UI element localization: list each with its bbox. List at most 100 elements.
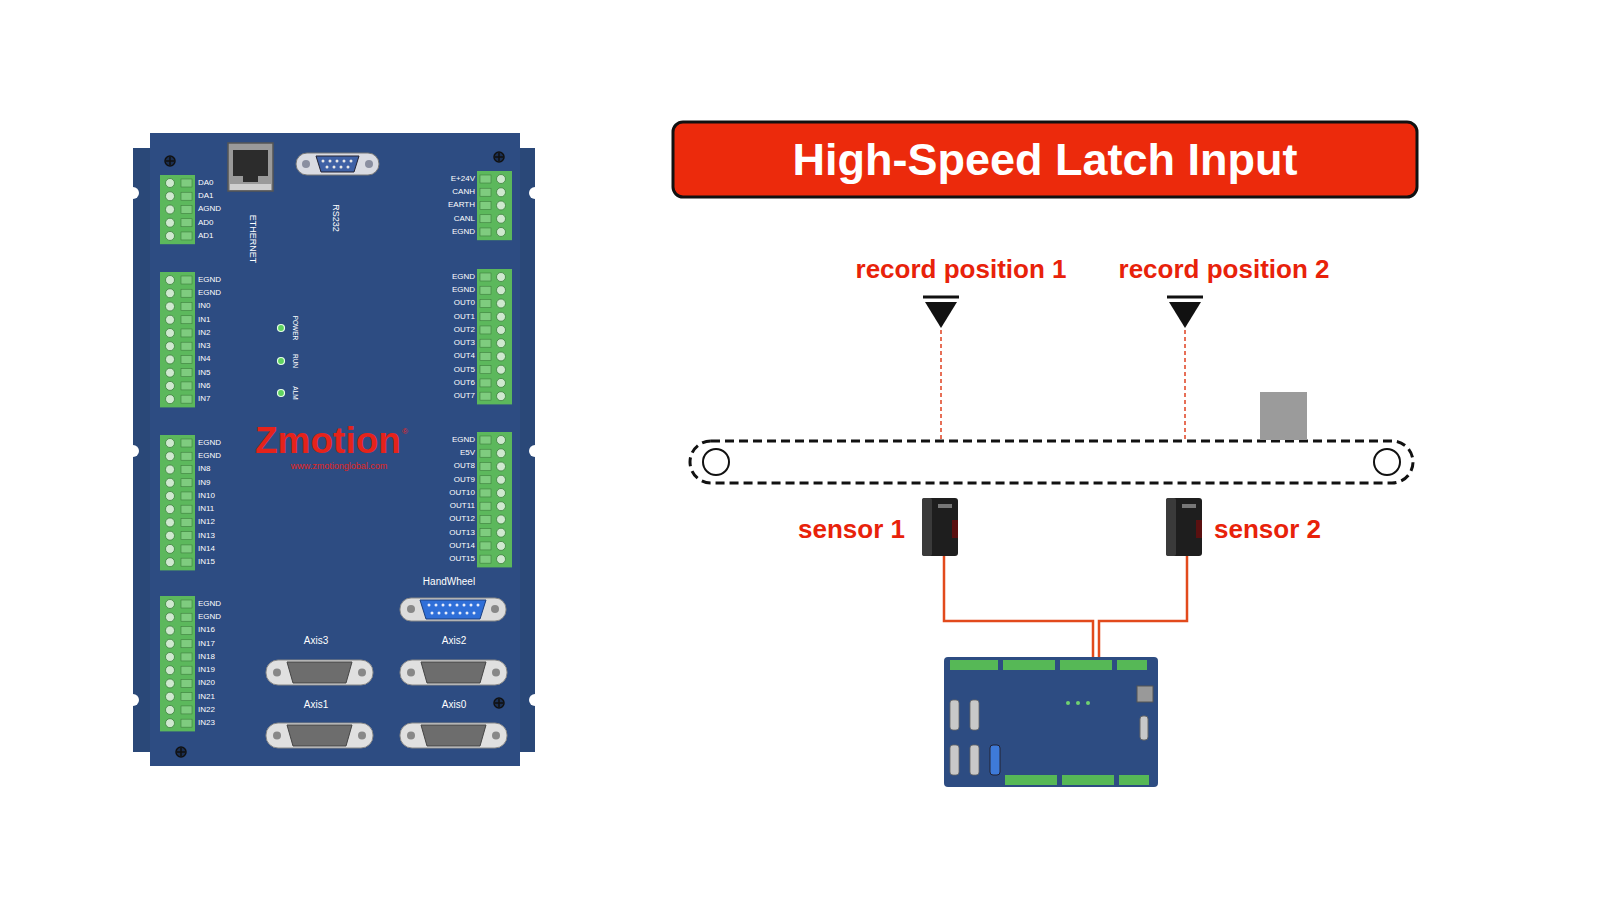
terminal-screw: [497, 286, 506, 295]
sensor-label: sensor 1: [798, 516, 905, 542]
terminal-tab: [480, 188, 491, 196]
terminal-label: OUT11: [450, 502, 475, 510]
terminal-label: IN5: [198, 369, 210, 377]
terminal-label: OUT4: [454, 352, 475, 360]
axis-connectors: [266, 660, 507, 748]
sensor-label: sensor 2: [1214, 516, 1321, 542]
terminal-screw: [166, 315, 175, 324]
terminal-screw: [166, 626, 175, 635]
terminal-tab: [181, 205, 192, 213]
terminal-tab: [480, 175, 491, 183]
screws: [165, 152, 504, 757]
port-label: Axis1: [304, 700, 328, 710]
terminal-label: OUT12: [449, 515, 475, 523]
port-label: Axis0: [442, 700, 466, 710]
terminal-label: IN3: [198, 342, 210, 350]
mount-notch: [529, 694, 541, 706]
terminal-label: AD0: [198, 219, 214, 227]
terminal-tab: [181, 342, 192, 350]
terminal-tab: [181, 532, 192, 540]
sensors: [922, 498, 1202, 556]
terminal-label: IN6: [198, 382, 210, 390]
terminal-strip: [477, 269, 512, 404]
terminal-label: IN9: [198, 479, 210, 487]
terminal-tab: [181, 518, 192, 526]
terminal-label: OUT7: [454, 392, 475, 400]
terminal-label: EGND: [198, 600, 221, 608]
terminal-strips: [160, 171, 512, 731]
terminal-tab: [181, 302, 192, 310]
terminal-strip: [477, 432, 512, 567]
terminal-label: EGND: [198, 289, 221, 297]
terminal-tab: [480, 542, 491, 550]
terminal-label: EGND: [198, 276, 221, 284]
terminal-label: OUT1: [454, 313, 475, 321]
terminal-screw: [166, 218, 175, 227]
terminal-label: OUT3: [454, 339, 475, 347]
position-markers: [923, 297, 1203, 440]
terminal-screw: [497, 462, 506, 471]
conveyor: [690, 392, 1413, 483]
position-label: record position 1: [856, 256, 1067, 282]
terminal-screw: [166, 558, 175, 567]
handwheel-connector: [400, 598, 506, 621]
terminal-screw: [166, 328, 175, 337]
terminal-tab: [181, 653, 192, 661]
terminal-tab: [181, 706, 192, 714]
led-label: RUN: [292, 354, 299, 368]
terminal-screw: [497, 541, 506, 550]
terminal-tab: [181, 600, 192, 608]
terminal-screw: [497, 555, 506, 564]
terminal-screw: [497, 188, 506, 197]
terminal-tab: [480, 352, 491, 360]
sensor-wires: [944, 556, 1187, 662]
terminal-tab: [181, 505, 192, 513]
terminal-screw: [166, 381, 175, 390]
terminal-label: EGND: [198, 439, 221, 447]
terminal-screw: [166, 518, 175, 527]
terminal-label: IN2: [198, 329, 210, 337]
terminal-label: IN8: [198, 465, 210, 473]
terminal-label: OUT8: [454, 462, 475, 470]
terminal-tab: [480, 326, 491, 334]
terminal-tab: [181, 719, 192, 727]
terminal-screw: [497, 273, 506, 282]
terminal-label: OUT10: [449, 489, 475, 497]
title-bar: [673, 122, 1417, 197]
terminal-label: EGND: [452, 286, 475, 294]
terminal-screw: [166, 342, 175, 351]
terminal-tab: [181, 329, 192, 337]
terminal-tab: [181, 693, 192, 701]
terminal-screw: [166, 439, 175, 448]
terminal-screw: [166, 613, 175, 622]
terminal-screw: [166, 452, 175, 461]
mount-notch: [127, 694, 139, 706]
terminal-screw: [166, 679, 175, 688]
terminal-label: IN0: [198, 302, 210, 310]
terminal-label: IN10: [198, 492, 215, 500]
terminal-label: IN13: [198, 532, 215, 540]
terminal-label: IN18: [198, 653, 215, 661]
terminal-screw: [166, 719, 175, 728]
terminal-tab: [480, 449, 491, 457]
terminal-screw: [166, 355, 175, 364]
terminal-tab: [181, 179, 192, 187]
terminal-tab: [480, 366, 491, 374]
terminal-tab: [181, 626, 192, 634]
terminal-screw: [497, 214, 506, 223]
terminal-tab: [181, 219, 192, 227]
terminal-strip: [160, 272, 195, 407]
mount-notch: [529, 187, 541, 199]
terminal-screw: [166, 368, 175, 377]
terminal-label: OUT15: [449, 555, 475, 563]
terminal-label: DA0: [198, 179, 214, 187]
terminal-label: EARTH: [448, 201, 475, 209]
terminal-screw: [166, 491, 175, 500]
position-label: record position 2: [1119, 256, 1330, 282]
terminal-screw: [166, 289, 175, 298]
terminal-screw: [166, 705, 175, 714]
terminal-screw: [166, 205, 175, 214]
rs232-connector: [296, 153, 379, 175]
terminal-strip: [477, 171, 512, 240]
